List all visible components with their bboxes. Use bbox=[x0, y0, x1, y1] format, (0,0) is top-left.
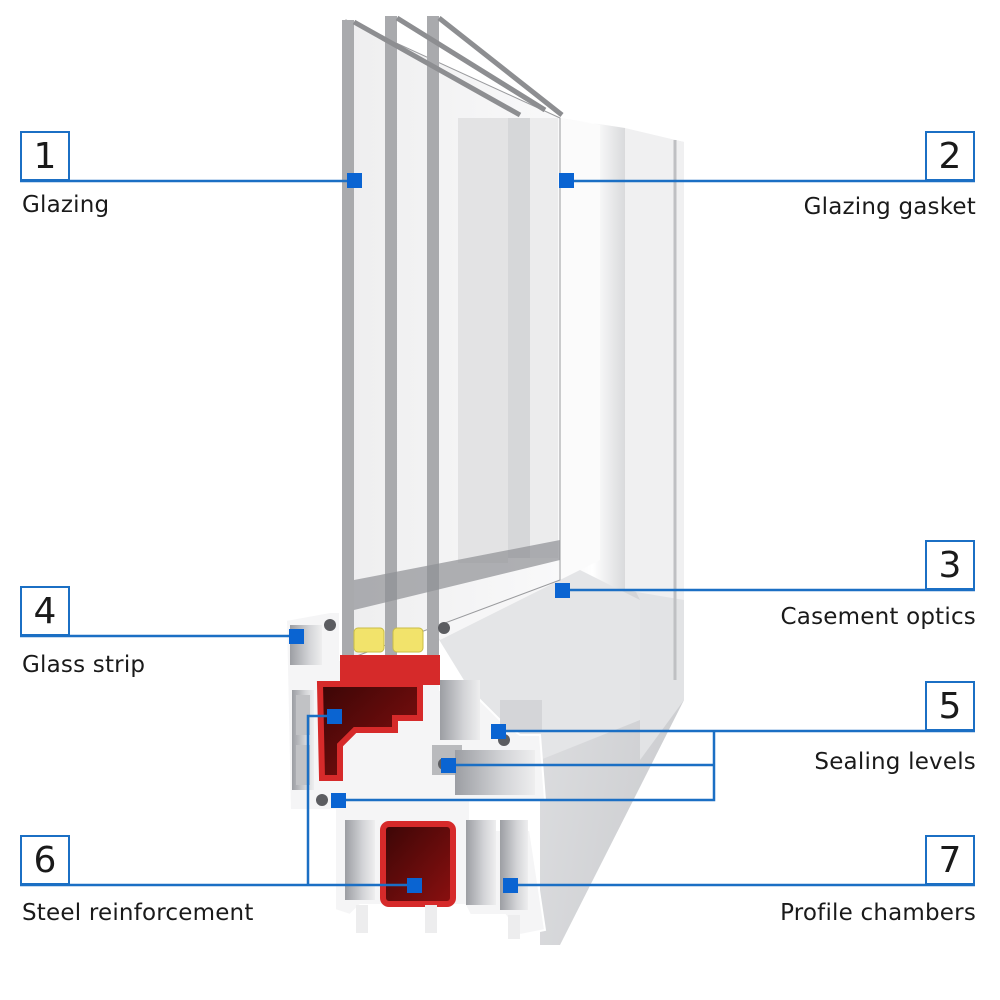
marker-casement-optics[interactable] bbox=[555, 583, 570, 598]
callout-label-glazing-gasket: Glazing gasket bbox=[803, 194, 976, 220]
marker-glass-strip[interactable] bbox=[289, 629, 304, 644]
marker-steel-reinforcement-sash[interactable] bbox=[327, 709, 342, 724]
callout-label-sealing-levels: Sealing levels bbox=[814, 749, 976, 775]
marker-sealing-level-2[interactable] bbox=[441, 758, 456, 773]
glass-pane-2 bbox=[385, 16, 397, 660]
sash-reinforcement bbox=[316, 681, 423, 781]
callout-label-profile-chambers: Profile chambers bbox=[780, 900, 976, 926]
callout-label-casement-optics: Casement optics bbox=[780, 604, 976, 630]
callout-label-glazing: Glazing bbox=[22, 192, 110, 218]
leader-line-6a bbox=[306, 714, 334, 885]
callout-number-5: 5 bbox=[925, 681, 975, 731]
callout-number-2: 2 bbox=[925, 131, 975, 181]
callout-label-glass-strip: Glass strip bbox=[22, 652, 146, 678]
callout-number-3: 3 bbox=[925, 540, 975, 590]
callout-number-6: 6 bbox=[20, 835, 70, 885]
callout-markers bbox=[289, 173, 574, 893]
marker-sealing-level-1[interactable] bbox=[491, 724, 506, 739]
spacer-1 bbox=[353, 627, 385, 653]
callout-label-steel-reinforcement: Steel reinforcement bbox=[22, 900, 254, 926]
callout-number-4: 4 bbox=[20, 586, 70, 636]
marker-profile-chambers[interactable] bbox=[503, 878, 518, 893]
glass-pane-3 bbox=[427, 16, 439, 660]
leader-lines bbox=[20, 179, 975, 887]
triple-glazing bbox=[342, 15, 564, 661]
callout-number-1: 1 bbox=[20, 131, 70, 181]
profile-cross-section bbox=[284, 611, 547, 939]
marker-sealing-level-3[interactable] bbox=[331, 793, 346, 808]
leader-line-5c bbox=[338, 731, 716, 802]
glazing-bead-red bbox=[340, 655, 440, 685]
glass-pane-1 bbox=[342, 20, 354, 660]
spacer-2 bbox=[392, 627, 424, 653]
callout-number-7: 7 bbox=[925, 835, 975, 885]
marker-glazing[interactable] bbox=[347, 173, 362, 188]
marker-steel-reinforcement-frame[interactable] bbox=[407, 878, 422, 893]
marker-glazing-gasket[interactable] bbox=[559, 173, 574, 188]
